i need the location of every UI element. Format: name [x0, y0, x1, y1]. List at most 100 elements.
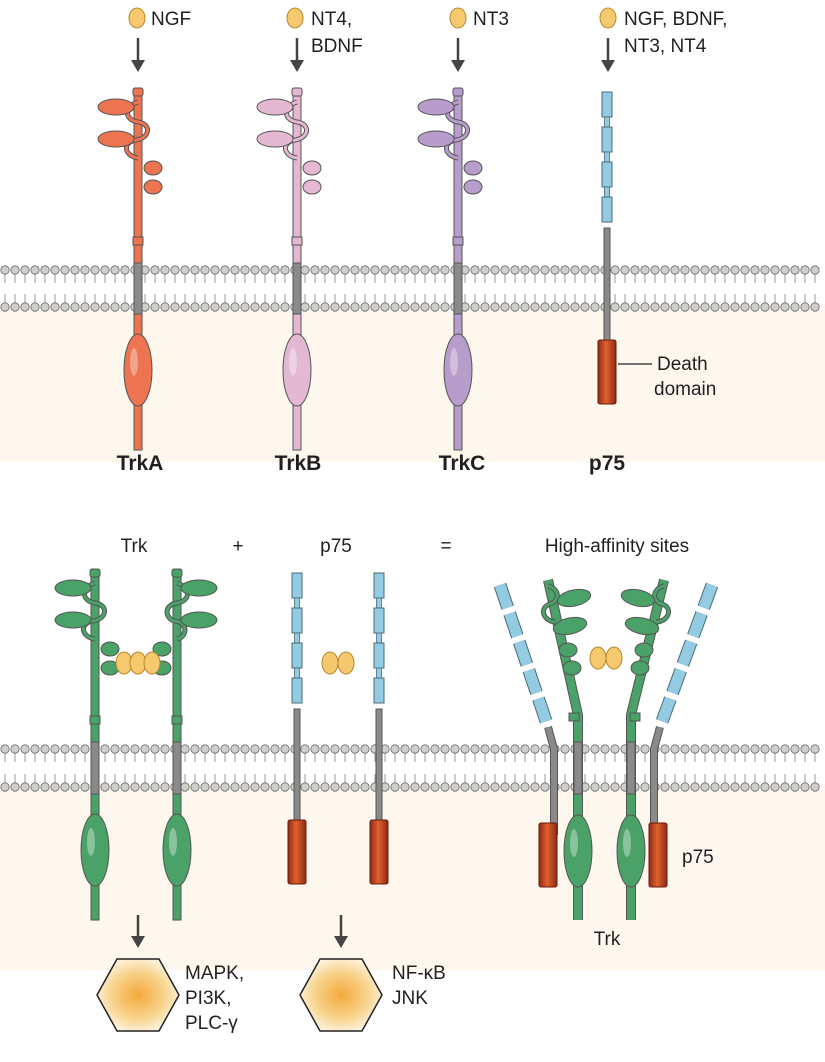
lipid-head [60, 302, 70, 312]
header-p75: p75 [320, 536, 352, 557]
lipid-head [720, 265, 730, 275]
lipid-head [490, 782, 500, 792]
lipid-head [250, 302, 260, 312]
crd-domain [601, 91, 613, 118]
lipid-head [810, 744, 820, 754]
lipid-head [540, 782, 550, 792]
receptor-junction [171, 715, 183, 725]
kinase-domain [80, 813, 110, 887]
receptor-cap [452, 87, 464, 97]
receptor-junction [132, 236, 144, 246]
crd-linker [376, 597, 382, 609]
arrow-head-icon [290, 60, 304, 72]
lipid-head [360, 744, 370, 754]
crd-domain [533, 696, 552, 724]
lipid-head [80, 302, 90, 312]
transmembrane-segment [90, 741, 100, 795]
lipid-head [310, 302, 320, 312]
lipid-head [120, 302, 130, 312]
membrane-core [0, 273, 825, 304]
p75-pair [287, 572, 389, 885]
lipid-head [640, 302, 650, 312]
lipid-head [560, 302, 570, 312]
lipid-head [620, 265, 630, 275]
crd-linker [604, 151, 610, 163]
trk-output-line-3: PLC-γ [185, 1013, 238, 1034]
lrr-domain-lower [97, 130, 135, 148]
lipid-head [590, 302, 600, 312]
lipid-head [370, 302, 380, 312]
lrr-domain-lower [54, 611, 92, 629]
lipid-head [420, 744, 430, 754]
lipid-head [260, 744, 270, 754]
crd-linker [294, 667, 300, 679]
lipid-head [390, 265, 400, 275]
kinase-highlight [130, 348, 138, 376]
lipid-head [250, 782, 260, 792]
kinase-highlight [450, 348, 458, 376]
cell-membrane-top [0, 265, 825, 312]
lipid-head [710, 302, 720, 312]
lipid-head [570, 302, 580, 312]
lipid-head [810, 265, 820, 275]
lipid-head [150, 744, 160, 754]
trk-output-line-2: PI3K, [185, 988, 231, 1009]
ig-domain-1 [634, 642, 654, 658]
lipid-head [440, 302, 450, 312]
receptor-coil-fill [653, 584, 671, 624]
lrr-domain-upper [54, 579, 92, 597]
lipid-head [490, 265, 500, 275]
lipid-head [250, 265, 260, 275]
lipid-head [710, 744, 720, 754]
lipid-head [590, 265, 600, 275]
lipid-head [500, 302, 510, 312]
lipid-head [50, 265, 60, 275]
ligand-dot-icon [449, 7, 467, 29]
crd-domain [656, 696, 676, 724]
transmembrane-segment [453, 262, 463, 315]
lipid-head [0, 265, 10, 275]
lipid-head [680, 744, 690, 754]
lipid-head [520, 782, 530, 792]
header-plus: + [232, 536, 243, 557]
lipid-head [410, 265, 420, 275]
lipid-head [530, 265, 540, 275]
lipid-head [430, 744, 440, 754]
lipid-head [600, 782, 610, 792]
lipid-head [200, 265, 210, 275]
lipid-head [40, 782, 50, 792]
lipid-head [60, 744, 70, 754]
lipid-head [460, 782, 470, 792]
lipid-head [0, 782, 10, 792]
lipid-head [460, 744, 470, 754]
lipid-head [220, 265, 230, 275]
lipid-head [190, 265, 200, 275]
lrr-domain-lower [417, 130, 455, 148]
lipid-head [340, 782, 350, 792]
lipid-head [70, 265, 80, 275]
lipid-head [150, 782, 160, 792]
lipid-head [450, 782, 460, 792]
crd-domain [373, 607, 385, 634]
lipid-head [270, 265, 280, 275]
lipid-head [710, 265, 720, 275]
lipid-head [500, 782, 510, 792]
header-high-affinity-sites: High-affinity sites [545, 536, 689, 557]
lipid-head [420, 302, 430, 312]
lipid-head [420, 265, 430, 275]
lipid-head [270, 302, 280, 312]
lipid-head [350, 782, 360, 792]
neurotrophin-ligand-2 [605, 646, 623, 670]
lipid-head [530, 302, 540, 312]
lipid-head [640, 744, 650, 754]
lipid-head [20, 265, 30, 275]
lipid-head [610, 265, 620, 275]
lipid-head [360, 782, 370, 792]
lipid-head [660, 744, 670, 754]
lipid-head [740, 302, 750, 312]
lipid-head [320, 744, 330, 754]
lipid-head [810, 782, 820, 792]
lipid-head [640, 782, 650, 792]
death-domain [369, 819, 389, 885]
